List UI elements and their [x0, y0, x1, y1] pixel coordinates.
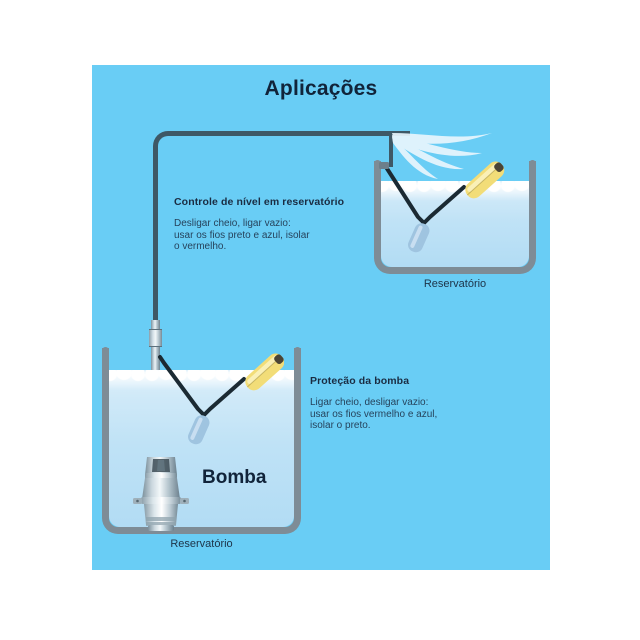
pump-label: Bomba [202, 467, 267, 488]
upper-reservoir-label: Reservatório [423, 278, 487, 290]
tank-walls [374, 161, 536, 274]
note-level-control: Controle de nível em reservatório Deslig… [174, 196, 369, 263]
pipe-upper-outlet [389, 135, 393, 167]
lower-float-switch [158, 353, 284, 445]
water-spray-icon [392, 133, 492, 179]
note-pump-protection: Proteção da bomba Ligar cheio, desligar … [310, 375, 495, 442]
submersible-pump [133, 457, 189, 531]
note-level-control-body: Desligar cheio, ligar vazio: usar os fio… [174, 218, 310, 252]
note-level-control-heading: Controle de nível em reservatório [174, 196, 345, 208]
diagram-panel: Aplicações Res [92, 65, 550, 570]
note-pump-protection-heading: Proteção da bomba [310, 375, 410, 387]
page-title: Aplicações [264, 77, 378, 100]
tank-wall-cap-right [294, 347, 301, 354]
tank-walls [102, 348, 301, 534]
upper-float-switch [379, 161, 505, 253]
pipe-horizontal [170, 131, 410, 136]
tank-wall-cap-right [529, 160, 536, 167]
lower-reservoir-label: Reservatório [170, 538, 233, 550]
tank-wall-cap-left [374, 160, 381, 167]
note-pump-protection-body: Ligar cheio, desligar vazio: usar os fio… [310, 397, 438, 431]
pipe-coupling [149, 329, 162, 347]
pipe-vertical-trunk [153, 149, 158, 349]
pipe-elbow [153, 131, 173, 153]
tank-wall-cap-left [102, 347, 109, 354]
